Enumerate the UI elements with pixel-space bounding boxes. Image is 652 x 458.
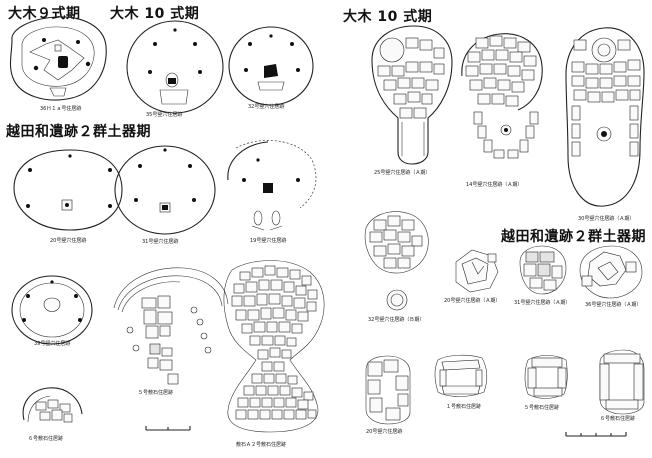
caption-20b: 20号竪穴住居跡（Ａ期） <box>444 298 501 304</box>
plan-a2-house <box>223 260 325 433</box>
caption-a2: 敷石Ａ２号敷石住居跡 <box>236 442 287 448</box>
plan-6a-house <box>22 387 83 423</box>
caption-20a: 20号竪穴住居跡 <box>50 238 87 244</box>
plan-31b-house <box>519 245 567 295</box>
plan-5b-house <box>524 355 568 399</box>
plan-1-house <box>434 354 488 397</box>
plan-39-house <box>11 275 93 345</box>
caption-39: 39号竪穴住居跡 <box>34 341 71 347</box>
heading-koshita-right: 越田和遺跡２群土器期 <box>501 229 646 245</box>
caption-5b: ５号敷石住居跡 <box>524 405 560 411</box>
plan-19-house <box>227 140 317 231</box>
caption-19: 19号竪穴住居跡 <box>250 238 287 244</box>
scale-bar-right <box>565 432 627 437</box>
plan-oki9-house <box>9 16 107 101</box>
plan-32b-house <box>364 211 429 311</box>
heading-koshita-left: 越田和遺跡２群土器期 <box>6 124 151 140</box>
plan-35-house <box>126 20 224 114</box>
caption-oki9: 36Ｈ１ａ号住居跡 <box>40 106 82 112</box>
scale-bar-left <box>145 426 191 431</box>
caption-31a: 31号竪穴住居跡 <box>142 239 179 245</box>
plan-20a-house <box>13 149 123 231</box>
plan-5a-house <box>113 267 229 385</box>
caption-35: 35号竪穴住居跡 <box>146 112 183 118</box>
caption-1: １号敷石住居跡 <box>446 404 482 410</box>
plan-32a-house <box>228 26 314 106</box>
caption-5: ５号敷石住居跡 <box>138 390 174 396</box>
plan-30-house <box>565 27 645 207</box>
caption-32b: 32号竪穴住居跡（Ｂ期） <box>368 317 425 323</box>
caption-30: 30号竪穴住居跡（Ａ期） <box>578 216 635 222</box>
plan-20c-house <box>365 355 411 425</box>
caption-36: 36号竪穴住居跡（Ａ期） <box>585 302 642 308</box>
heading-oki10-right: 大木 10 式期 <box>343 9 433 25</box>
caption-20c: 20号竪穴住居跡 <box>366 429 403 435</box>
caption-14: 14号竪穴住居跡（Ａ期） <box>466 182 523 188</box>
plan-36-house <box>579 245 643 299</box>
caption-25: 25号竪穴住居跡（Ａ期） <box>374 170 431 176</box>
plan-20b-house <box>455 249 499 293</box>
caption-32a: 32号竪穴住居跡 <box>248 104 285 110</box>
heading-oki9-left: 大木９式期 <box>8 6 81 22</box>
heading-oki10-left: 大木 10 式期 <box>110 6 200 22</box>
caption-6: ６号敷石住居跡 <box>28 436 64 442</box>
plan-25-house <box>371 25 453 165</box>
caption-31b: 31号竪穴住居跡（Ａ期） <box>514 300 571 306</box>
plan-31a-house <box>114 145 216 235</box>
plan-14-house <box>461 33 543 159</box>
plan-6b-house <box>599 349 645 415</box>
caption-6b: ６号敷石住居跡 <box>600 416 636 422</box>
